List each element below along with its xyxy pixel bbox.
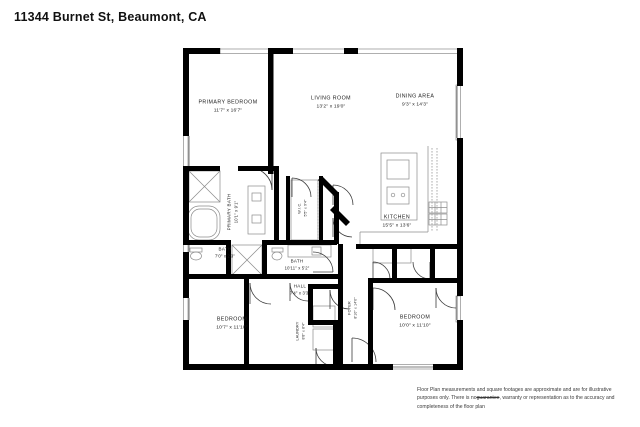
room-label-bath-hall: BATH 10'11" x 5'2" — [284, 258, 310, 271]
room-label-dining-area: DINING AREA 9'3" x 14'3" — [395, 93, 435, 108]
room-label-laundry: LAUNDRY 8'8" x 8'4" — [295, 321, 306, 341]
room-label-kitchen: KITCHEN 15'5" x 13'6" — [382, 214, 412, 229]
room-label-foyer: FOYER 8'10" x 14'0" — [347, 297, 358, 319]
page-title: 11344 Burnet St, Beaumont, CA — [14, 10, 207, 24]
room-label-bath-half: BATH 7'0" x 2'3" — [214, 246, 236, 259]
room-label-walk-in-closet: W.I.C. 5'5" x 9'4" — [297, 199, 308, 217]
disclaimer-line-2-post: , warranty or representation — [499, 395, 562, 402]
room-label-bedroom-left: BEDROOM 10'7" x 11'10" — [216, 316, 248, 331]
walls-group — [183, 48, 463, 370]
disclaimer-text: Floor Plan measurements and square foota… — [417, 386, 629, 411]
disclaimer-line-2-strike: guarantee — [476, 395, 500, 402]
room-label-hall: HALL 7'4" x 3'3" — [289, 283, 311, 296]
room-label-bedroom-right: BEDROOM 10'0" x 11'10" — [399, 314, 431, 329]
room-label-primary-bath: PRIMARY BATH 10'1" x 9'1" — [226, 193, 239, 231]
room-label-primary-bedroom: PRIMARY BEDROOM 11'7" x 16'7" — [198, 99, 258, 114]
disclaimer-line-1: Floor Plan measurements and square foota… — [417, 387, 588, 393]
wall-hairlines — [188, 86, 458, 368]
disclaimer-line-3: as to the accuracy and completeness of t… — [417, 395, 615, 410]
door-swings-group — [249, 167, 457, 367]
room-label-living-room: LIVING ROOM 13'2" x 19'0" — [311, 95, 351, 110]
disclaimer-line-2-pre: illustrative purposes only. There is no — [417, 387, 612, 402]
